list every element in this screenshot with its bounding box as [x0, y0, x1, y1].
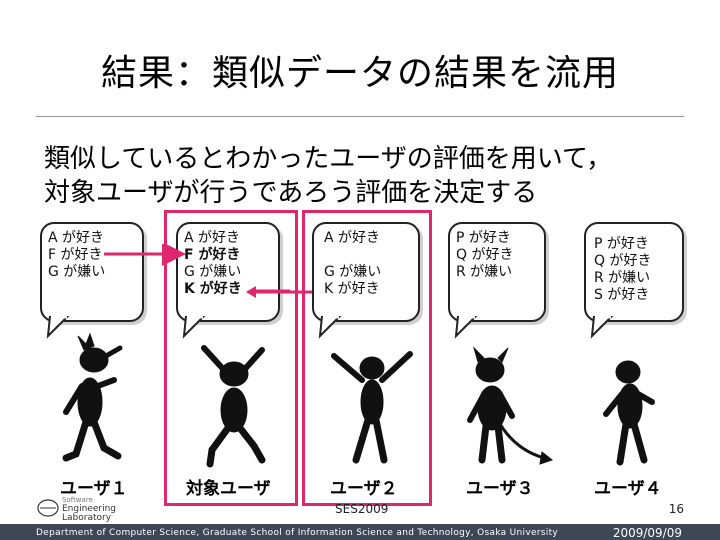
- bubble-user2-line-1: A が好き: [324, 230, 381, 246]
- conference-name: SES2009: [335, 502, 389, 516]
- body-text-line-2: 対象ユーザが行うであろう評価を決定する: [44, 178, 538, 208]
- footer-bar: [0, 524, 720, 540]
- bubble-user4-line-1: P が好き: [594, 236, 649, 252]
- user2-figure-icon: [331, 351, 413, 464]
- bubble-user1-line-3: G が嫌い: [48, 264, 106, 280]
- user4-figure-icon: [603, 360, 655, 466]
- svg-text:Software: Software: [62, 496, 93, 504]
- bubble-target-line-2: F が好き: [184, 247, 241, 263]
- bubble-user2-line-3: G が嫌い: [324, 264, 382, 280]
- label-target-user: 対象ユーザ: [186, 479, 271, 499]
- bubble-user4-line-3: R が嫌い: [594, 270, 651, 286]
- user3-devil-figure-icon: [467, 346, 554, 465]
- speech-bubble-user2: [312, 222, 420, 322]
- slide-title: 結果：類似データの結果を流用: [100, 53, 619, 94]
- bubble-user3-line-3: R が嫌い: [456, 264, 513, 280]
- arrow-k-to-target: [246, 286, 312, 298]
- title-divider: [36, 116, 684, 117]
- bubble-target-line-3: G が嫌い: [184, 264, 242, 280]
- bubble-user3-line-1: P が好き: [456, 230, 511, 246]
- bubble-user4-line-2: Q が好き: [594, 253, 652, 269]
- similar-user-frame: [302, 210, 432, 506]
- bubble-tail-user3: [454, 316, 478, 339]
- speech-bubble-target: [176, 222, 280, 322]
- bubble-tail-user2: [318, 316, 342, 339]
- speech-bubble-user1: [40, 222, 144, 322]
- svg-text:Laboratory: Laboratory: [62, 513, 112, 522]
- body-text-line-1: 類似しているとわかったユーザの評価を用いて，: [44, 144, 613, 174]
- bubble-user4-line-4: S が好き: [594, 287, 650, 303]
- label-user4: ユーザ４: [594, 479, 662, 499]
- bubble-tail-user4: [590, 316, 614, 339]
- label-user2: ユーザ２: [330, 479, 398, 499]
- bubble-tail-target: [182, 316, 206, 339]
- speech-bubble-user4: [584, 222, 684, 322]
- label-user1: ユーザ１: [60, 479, 128, 499]
- bubble-user2-line-4: K が好き: [324, 281, 380, 297]
- bubble-target-line-1: A が好き: [184, 230, 241, 246]
- bubble-user1-line-1: A が好き: [48, 230, 105, 246]
- label-user3: ユーザ３: [466, 479, 534, 499]
- target-user-frame: [164, 210, 298, 506]
- footer-date: 2009/09/09: [612, 526, 682, 540]
- lab-logo: Software Engineering Laboratory: [37, 496, 116, 522]
- speech-bubble-user3: [448, 222, 546, 322]
- bubble-target-line-4: K が好き: [184, 281, 242, 297]
- target-user-figure-icon: [201, 345, 266, 468]
- footer-department: Department of Computer Science, Graduate…: [36, 528, 559, 538]
- bubble-user1-line-2: F が好き: [48, 247, 103, 263]
- user1-figure-icon: [62, 332, 123, 462]
- bubble-user3-line-2: Q が好き: [456, 247, 514, 263]
- svg-text:Engineering: Engineering: [62, 504, 116, 514]
- page-number: 16: [668, 502, 684, 516]
- bubble-tail-user1: [46, 316, 70, 339]
